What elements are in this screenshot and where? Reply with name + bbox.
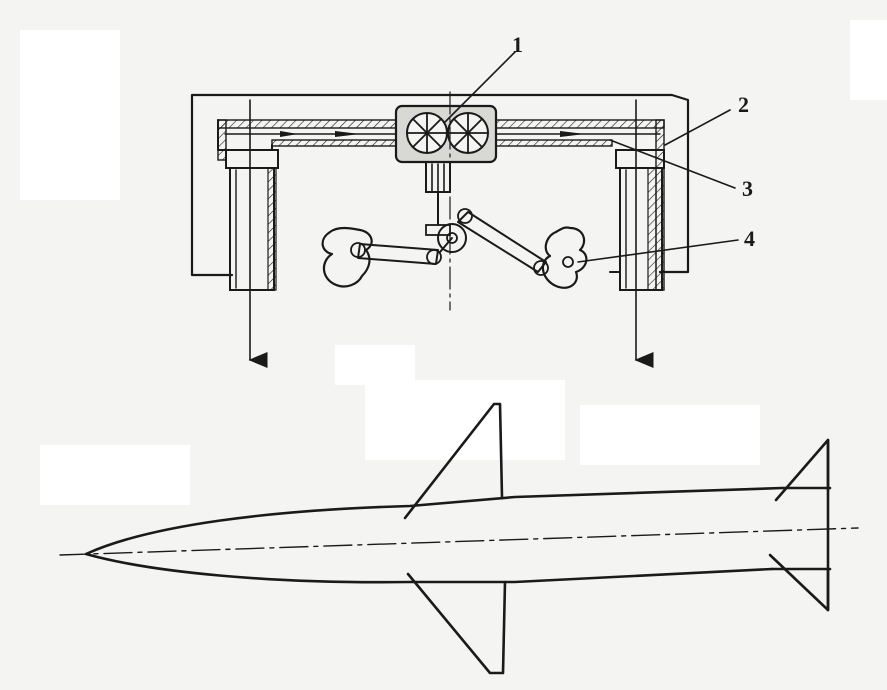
right-piston	[615, 149, 665, 291]
callout-3: 3	[742, 176, 753, 201]
leader-1	[444, 51, 516, 123]
smudge-right	[850, 20, 887, 100]
right-flap	[541, 226, 588, 289]
duct-left-outer	[217, 119, 227, 161]
leader-3	[609, 139, 736, 189]
drive-shaft	[425, 161, 451, 226]
flow-arrow-left	[335, 131, 360, 137]
housing-outline	[190, 93, 690, 277]
leader-2	[664, 109, 731, 146]
lower-wing	[406, 572, 507, 675]
smudge-left	[20, 30, 120, 200]
flow-arrow-left2	[280, 131, 298, 137]
callout-4: 4	[744, 226, 755, 251]
callout-1: 1	[512, 32, 523, 57]
lower-tail-fin	[768, 553, 830, 612]
upper-wing	[403, 402, 504, 520]
missile-outline	[59, 402, 859, 675]
missile-axis	[59, 527, 859, 556]
callout-2: 2	[738, 92, 749, 117]
flow-arrow-right	[560, 131, 585, 137]
smudge-lower-left	[40, 445, 190, 505]
smudge-lower-right	[580, 405, 760, 465]
missile-body	[84, 486, 784, 584]
left-piston	[225, 149, 279, 291]
left-flap	[321, 226, 373, 288]
actuator-mechanism: 1 2 3 4	[190, 32, 755, 368]
leader-4	[577, 239, 739, 263]
smudge-mid	[365, 380, 565, 460]
smudge-center	[335, 345, 415, 385]
scan-smudges	[20, 20, 887, 505]
rotor-valve	[394, 104, 498, 164]
linkage	[350, 208, 549, 276]
upper-tail-fin	[774, 438, 830, 502]
